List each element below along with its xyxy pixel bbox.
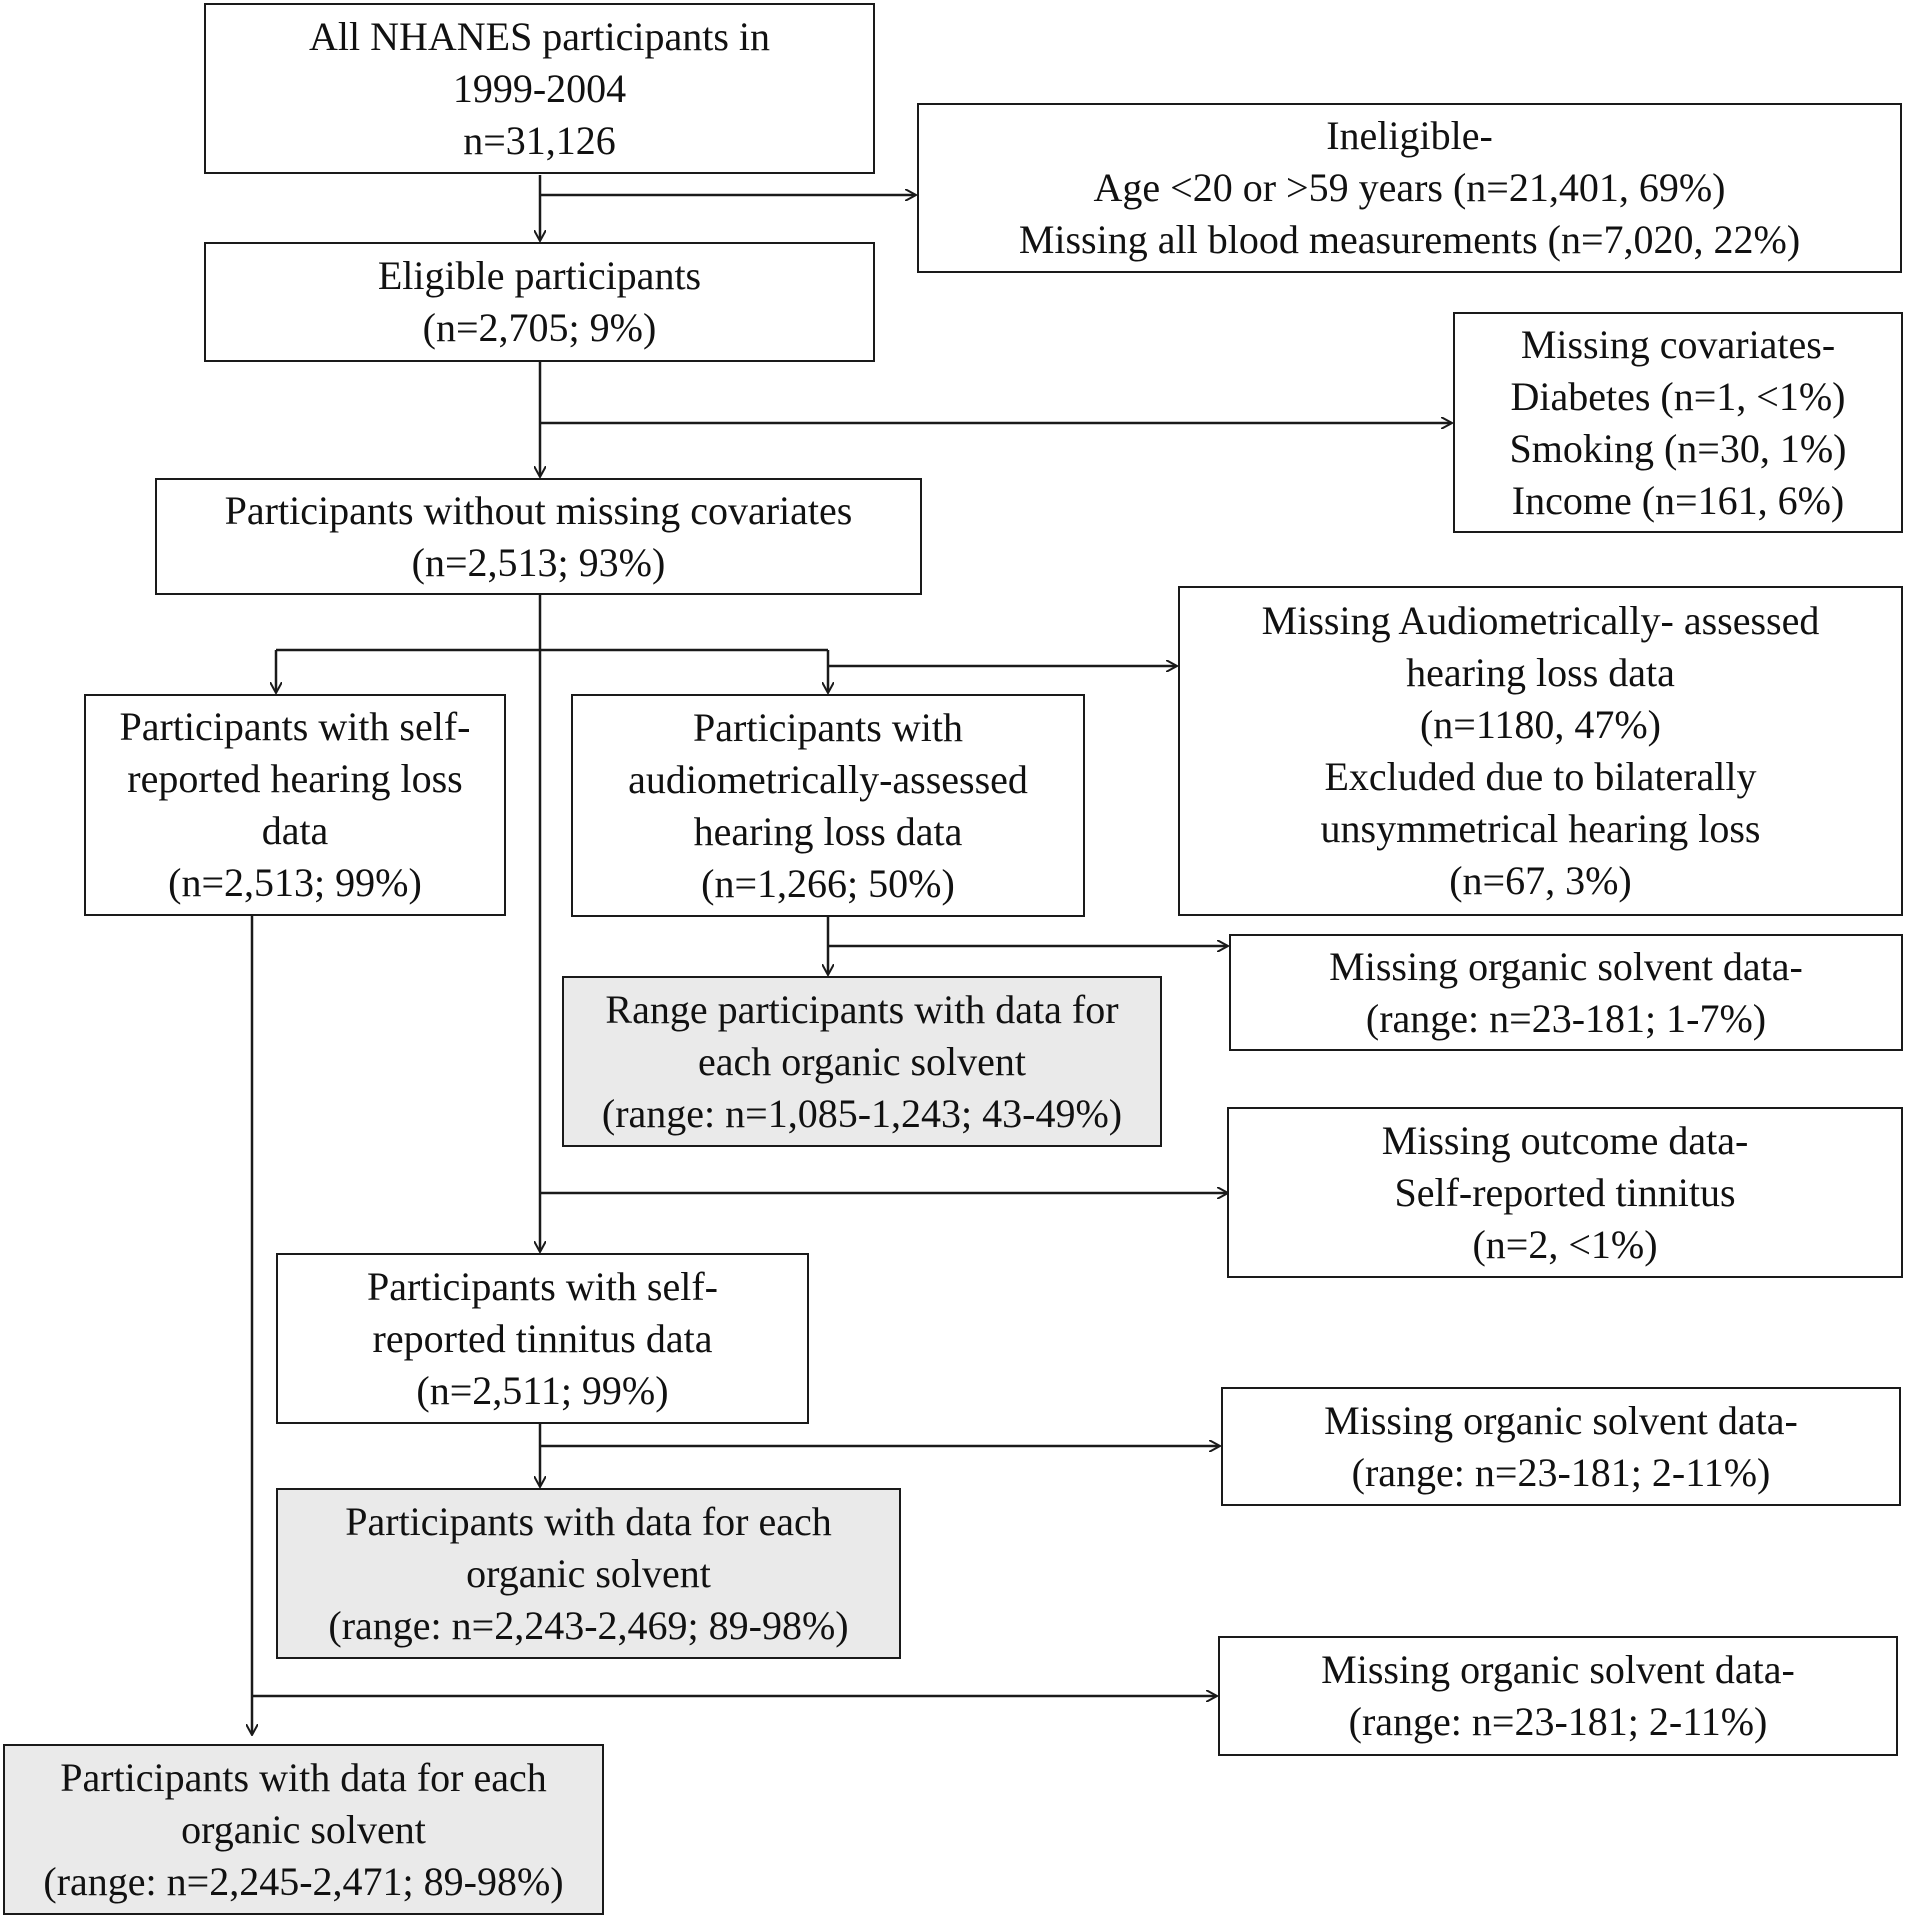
box-tinnitus: Participants with self- reported tinnitu… — [276, 1253, 809, 1424]
box-ineligible: Ineligible- Age <20 or >59 years (n=21,4… — [917, 103, 1902, 273]
box-solvent-tinnitus: Participants with data for each organic … — [276, 1488, 901, 1659]
box-solvent-selfreport: Participants with data for each organic … — [3, 1744, 604, 1915]
box-missing-solvent-audio: Missing organic solvent data- (range: n=… — [1229, 934, 1903, 1051]
box-missing-audiometric: Missing Audiometrically- assessed hearin… — [1178, 586, 1903, 916]
box-without-missing-covariates: Participants without missing covariates … — [155, 478, 922, 595]
box-eligible: Eligible participants (n=2,705; 9%) — [204, 242, 875, 362]
box-missing-solvent-tinnitus: Missing organic solvent data- (range: n=… — [1221, 1387, 1901, 1506]
box-missing-outcome: Missing outcome data- Self-reported tinn… — [1227, 1107, 1903, 1278]
box-missing-solvent-selfreport: Missing organic solvent data- (range: n=… — [1218, 1636, 1898, 1756]
box-audiometric-hearing: Participants with audiometrically-assess… — [571, 694, 1085, 917]
box-missing-covariates: Missing covariates- Diabetes (n=1, <1%) … — [1453, 312, 1903, 533]
box-self-reported-hearing: Participants with self- reported hearing… — [84, 694, 506, 916]
box-range-audio: Range participants with data for each or… — [562, 976, 1162, 1147]
box-all-participants: All NHANES participants in 1999-2004 n=3… — [204, 3, 875, 174]
